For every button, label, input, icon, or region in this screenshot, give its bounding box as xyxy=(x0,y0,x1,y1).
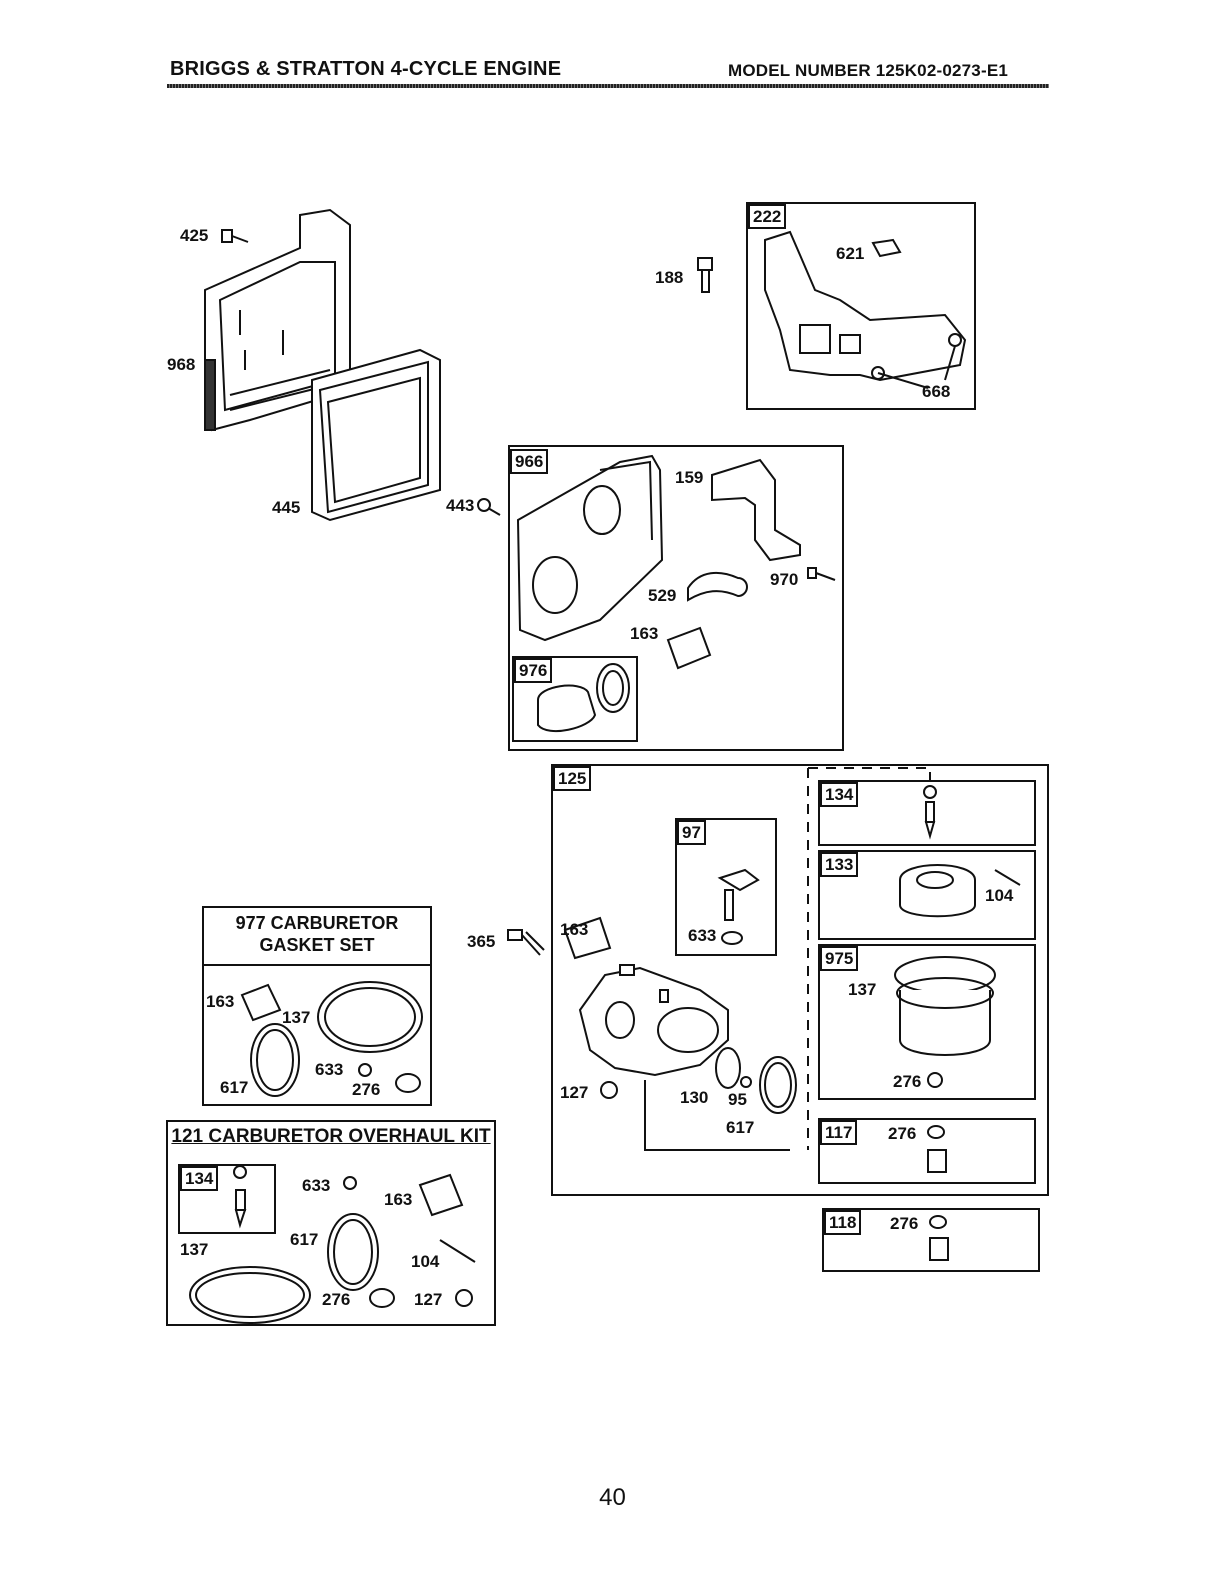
kit121-label-137: 137 xyxy=(180,1240,208,1260)
kit121-label-127: 127 xyxy=(414,1290,442,1310)
assembly-tag-118: 118 xyxy=(824,1210,861,1235)
kit977-label-163: 163 xyxy=(206,992,234,1012)
part-label-163-carb: 163 xyxy=(560,920,588,940)
part-label-617: 617 xyxy=(726,1118,754,1138)
part-label-668: 668 xyxy=(922,382,950,402)
part-label-276-117: 276 xyxy=(888,1124,916,1144)
part-label-968: 968 xyxy=(167,355,195,375)
screw-188-illustration xyxy=(698,258,712,292)
kit121-label-276: 276 xyxy=(322,1290,350,1310)
part-label-365: 365 xyxy=(467,932,495,952)
part-label-163-intake: 163 xyxy=(630,624,658,644)
assembly-tag-117: 117 xyxy=(820,1120,857,1145)
part-label-970: 970 xyxy=(770,570,798,590)
assembly-tag-134: 134 xyxy=(820,782,858,807)
kit121-label-617: 617 xyxy=(290,1230,318,1250)
kit977-label-633: 633 xyxy=(315,1060,343,1080)
assembly-tag-133: 133 xyxy=(820,852,858,877)
screw-443-illustration xyxy=(478,499,500,515)
kit-title-121: 121 CARBURETOR OVERHAUL KIT xyxy=(166,1126,496,1148)
part-label-130: 130 xyxy=(680,1088,708,1108)
screw-425-illustration xyxy=(222,230,248,242)
assembly-tag-975: 975 xyxy=(820,946,858,971)
kit-title-977-line1: 977 CARBURETOR xyxy=(204,912,430,934)
kit977-label-276: 276 xyxy=(352,1080,380,1100)
page-number: 40 xyxy=(0,1484,1225,1512)
part-label-425: 425 xyxy=(180,226,208,246)
kit121-label-104: 104 xyxy=(411,1252,439,1272)
part-label-188: 188 xyxy=(655,268,683,288)
kit977-label-617: 617 xyxy=(220,1078,248,1098)
assembly-tag-125: 125 xyxy=(553,766,591,791)
part-label-529: 529 xyxy=(648,586,676,606)
assembly-tag-222: 222 xyxy=(748,204,786,229)
part-label-445: 445 xyxy=(272,498,300,518)
part-label-621: 621 xyxy=(836,244,864,264)
assembly-tag-121-134: 134 xyxy=(180,1166,218,1191)
part-label-104: 104 xyxy=(985,886,1013,906)
part-label-276-118: 276 xyxy=(890,1214,918,1234)
assembly-tag-976: 976 xyxy=(514,658,552,683)
part-label-159: 159 xyxy=(675,468,703,488)
part-label-443: 443 xyxy=(446,496,474,516)
part-label-137: 137 xyxy=(848,980,876,1000)
part-label-127: 127 xyxy=(560,1083,588,1103)
kit121-label-633: 633 xyxy=(302,1176,330,1196)
assembly-box-222 xyxy=(746,202,976,410)
part-label-95: 95 xyxy=(728,1090,747,1110)
kit121-label-163: 163 xyxy=(384,1190,412,1210)
air-filter-illustration xyxy=(312,350,440,520)
kit977-label-137: 137 xyxy=(282,1008,310,1028)
kit-title-977-line2: GASKET SET xyxy=(204,934,430,956)
part-label-633-float: 633 xyxy=(688,926,716,946)
part-label-276-bowl: 276 xyxy=(893,1072,921,1092)
assembly-tag-97: 97 xyxy=(677,820,706,845)
assembly-tag-966: 966 xyxy=(510,449,548,474)
